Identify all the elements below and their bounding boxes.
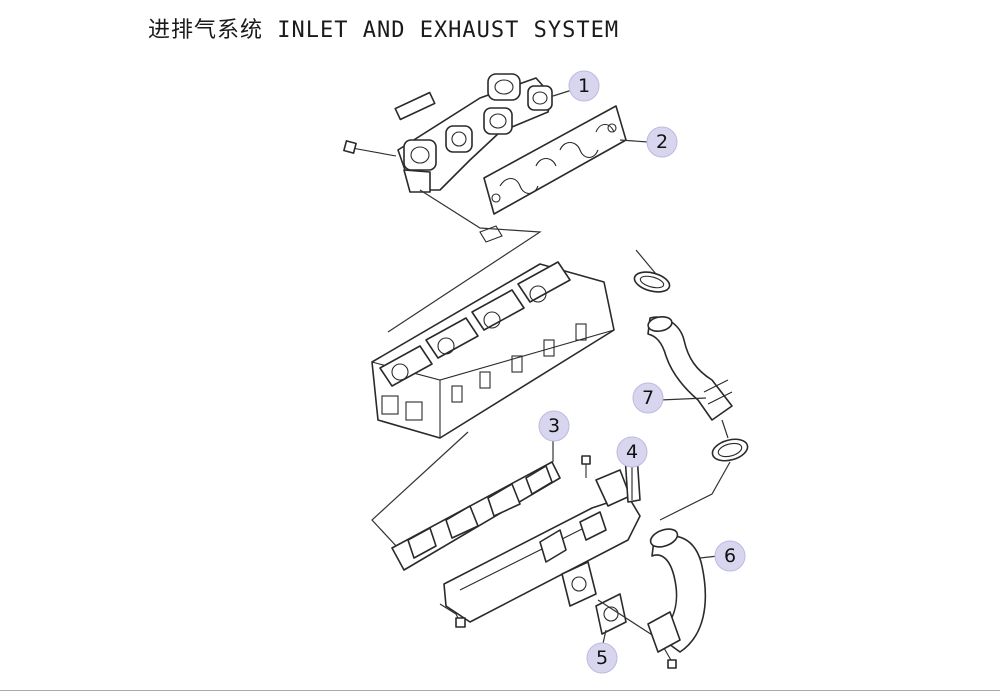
callout-number: 1: [578, 75, 590, 97]
hose-with-clamps: [633, 249, 749, 462]
callout-4: 4: [616, 436, 648, 468]
page-title: 进排气系统 INLET AND EXHAUST SYSTEM: [148, 18, 620, 43]
callout-number: 4: [626, 441, 638, 463]
cylinder-head: [371, 261, 615, 439]
callout-number: 3: [548, 415, 560, 437]
callout-6: 6: [714, 540, 746, 572]
callout-5: 5: [586, 642, 618, 674]
callout-3: 3: [538, 410, 570, 442]
exhaust-elbow-pipe: [647, 528, 707, 669]
callout-7: 7: [632, 382, 664, 414]
exhaust-manifold: [439, 439, 641, 628]
callout-number: 2: [656, 131, 668, 153]
bottom-divider: [0, 690, 1000, 691]
exhaust-gasket: [391, 461, 561, 571]
callout-number: 7: [642, 387, 654, 409]
inlet-manifold: [343, 73, 553, 193]
callout-number: 6: [724, 545, 736, 567]
callout-1: 1: [568, 70, 600, 102]
callout-number: 5: [596, 647, 608, 669]
callout-2: 2: [646, 126, 678, 158]
